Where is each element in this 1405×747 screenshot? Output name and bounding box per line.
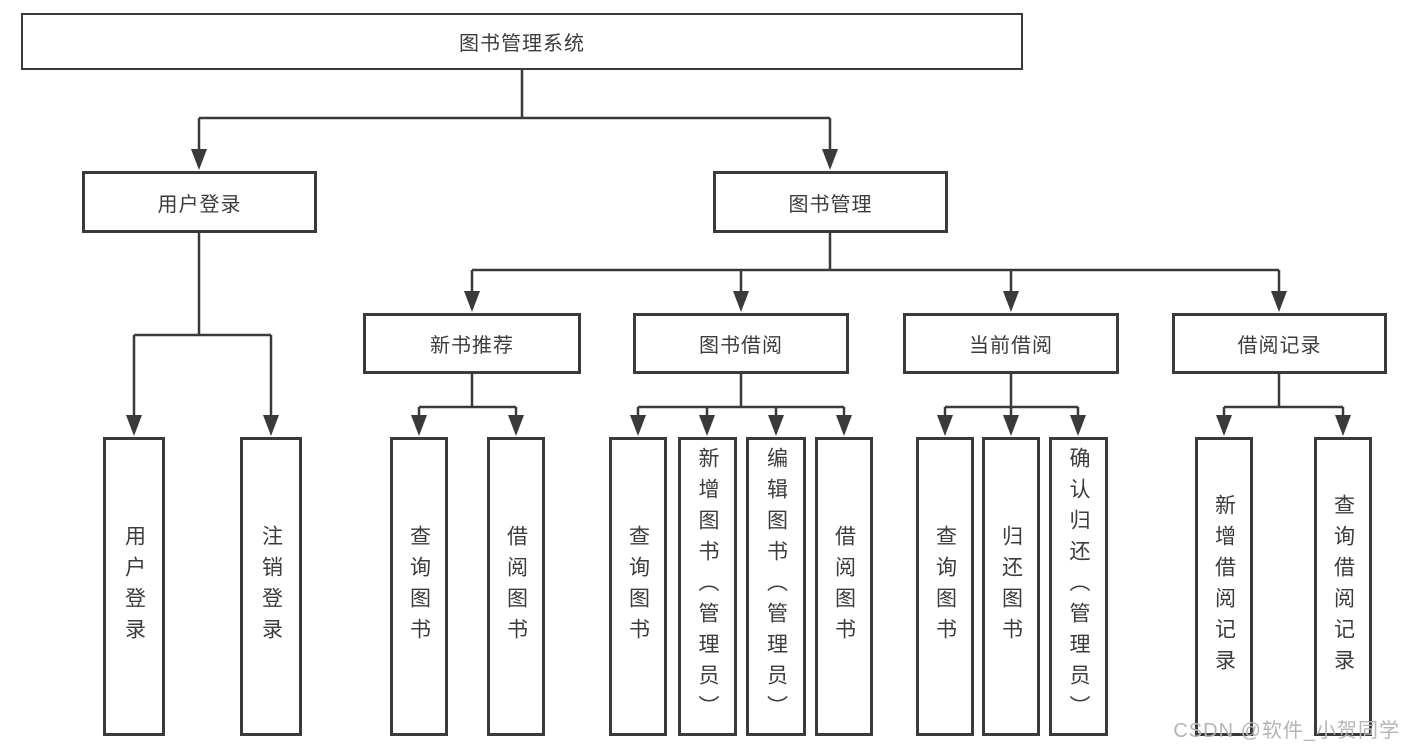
leaf-borrow-books-recommend: 借阅图书 [487, 437, 545, 736]
leaf-user-login: 用户登录 [103, 437, 165, 736]
leaf-query-books-recommend: 查询图书 [390, 437, 448, 736]
leaf-add-borrow-record: 新增借阅记录 [1195, 437, 1253, 736]
node-book-borrow: 图书借阅 [633, 313, 849, 374]
leaf-return-books: 归还图书 [982, 437, 1040, 736]
leaf-confirm-return-admin: 确认归还（管理员） [1049, 437, 1108, 736]
leaf-query-borrow-record: 查询借阅记录 [1314, 437, 1372, 736]
node-root-system: 图书管理系统 [21, 13, 1023, 70]
node-current-borrow: 当前借阅 [903, 313, 1119, 374]
leaf-query-books-current: 查询图书 [916, 437, 974, 736]
leaf-query-books-borrow: 查询图书 [609, 437, 667, 736]
csdn-watermark: CSDN @软件_小贺同学 [1173, 720, 1400, 742]
node-new-book-recommend: 新书推荐 [363, 313, 581, 374]
node-user-login: 用户登录 [82, 171, 317, 233]
leaf-add-books-admin: 新增图书（管理员） [678, 437, 737, 736]
leaf-logout: 注销登录 [240, 437, 302, 736]
leaf-borrow-books: 借阅图书 [815, 437, 873, 736]
leaf-edit-books-admin: 编辑图书（管理员） [746, 437, 806, 736]
node-book-management: 图书管理 [713, 171, 948, 233]
node-borrow-records: 借阅记录 [1172, 313, 1387, 374]
